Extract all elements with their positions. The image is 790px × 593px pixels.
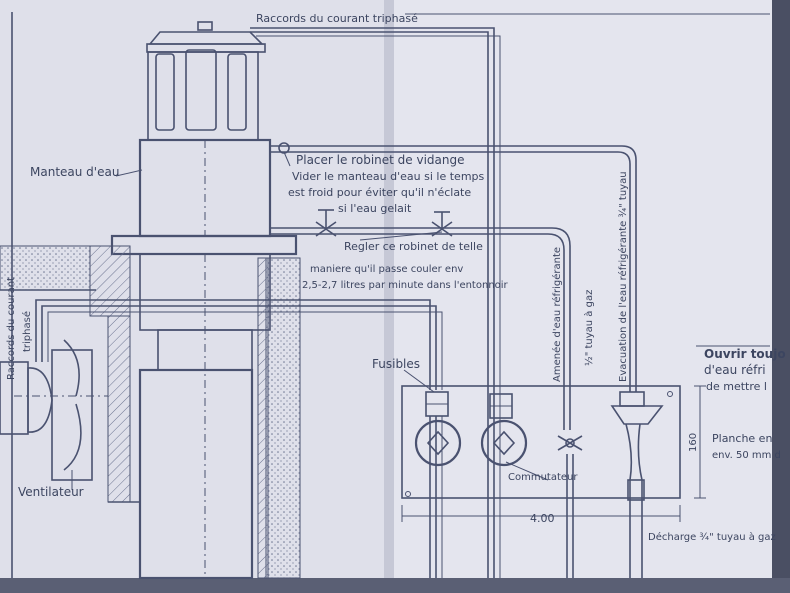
board-screw [405, 491, 411, 497]
label-planche-1: Planche en [712, 432, 772, 445]
supply-valve [557, 435, 583, 451]
label-placer: Placer le robinet de vidange [296, 153, 464, 167]
label-evacuation: Evacuation de l'eau réfrigérante ¾" tuya… [617, 171, 629, 382]
label-maniere-2: 2,5-2,7 litres par minute dans l'entonno… [302, 280, 509, 291]
flow-valve-2 [431, 211, 453, 237]
label-ouvrir-1: Ouvrir toujo [704, 347, 786, 361]
page-edge-shadow [772, 0, 790, 593]
label-ventilateur: Ventilateur [18, 485, 84, 499]
label-ouvrir-2: d'eau réfri [704, 363, 766, 377]
bottom-edge-shadow [0, 578, 790, 593]
funnel [610, 391, 664, 501]
label-dim-400: 4.00 [530, 512, 555, 525]
switch-dial-2 [480, 419, 528, 467]
label-fusibles: Fusibles [372, 357, 420, 371]
right-page [388, 0, 790, 593]
dimension-height [694, 385, 706, 499]
board-screw [667, 391, 673, 397]
label-vider-2: est froid pour éviter qu'il n'éclate [288, 186, 471, 199]
label-raccords-left-2: triphasé [21, 311, 33, 352]
label-ouvrir-3: de mettre l [706, 380, 767, 393]
fuse-blocks [425, 391, 513, 419]
label-commutateur: Commutateur [508, 472, 578, 483]
label-manteau: Manteau d'eau [30, 165, 119, 179]
dimension-width [401, 505, 681, 522]
book-gutter [384, 0, 394, 593]
wall-section [0, 245, 301, 579]
label-vider-1: Vider le manteau d'eau si le temps [292, 170, 485, 183]
label-amenee: Amenée d'eau réfrigérante [551, 247, 563, 382]
left-page [0, 0, 395, 593]
label-planche-2: env. 50 mm d [712, 450, 781, 461]
label-dim-160: 160 [688, 433, 699, 452]
flow-valve-1 [315, 209, 337, 237]
switch-dial-1 [414, 419, 462, 467]
label-maniere-1: maniere qu'il passe couler env [310, 264, 463, 275]
transformer-unit [110, 21, 298, 580]
mounting-board [401, 385, 681, 499]
label-decharge: Décharge ¾" tuyau à gaz [648, 531, 776, 543]
label-raccords-top: Raccords du courant triphasé [256, 12, 418, 25]
label-regler: Regler ce robinet de telle [344, 240, 483, 253]
label-tuyau-gaz: ½" tuyau à gaz [583, 290, 595, 366]
leader-lines [71, 151, 770, 490]
label-vider-3: si l'eau gelait [338, 202, 412, 215]
label-raccords-left-1: Raccords du courant [6, 277, 17, 380]
